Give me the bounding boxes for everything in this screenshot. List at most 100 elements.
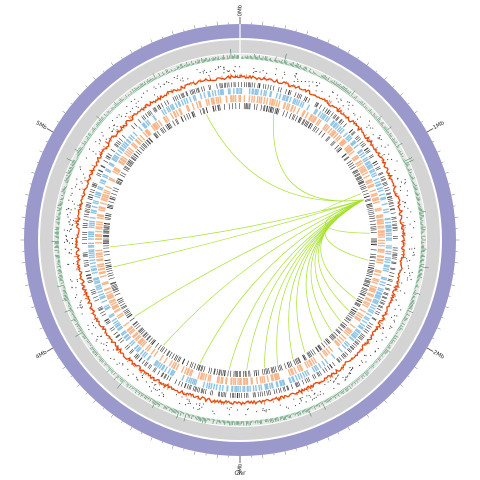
histogram-bar [131,386,134,390]
cog-gene [205,107,208,114]
histogram-bar [107,113,110,116]
gc-spike [332,105,334,108]
forward-gene [391,262,397,264]
cog-gene [367,207,374,210]
rna-gene [370,192,378,197]
minor-tick [62,366,66,370]
reverse-gene [285,95,289,102]
forward-gene [192,385,195,391]
histogram-bar [157,402,160,406]
histogram-bar [70,317,77,322]
histogram-bar [196,61,198,65]
rna-gene [339,139,346,146]
scatter-point [406,194,408,197]
gc-spike [294,85,296,88]
gc-spike [82,293,88,296]
histogram-bar [183,412,185,415]
gc-spike [350,357,354,361]
minor-tick [295,448,297,451]
rna-gene [99,274,107,278]
rna-gene [340,140,347,146]
forward-gene [97,306,103,309]
histogram-bar [356,99,358,102]
reverse-gene [317,362,323,369]
forward-gene [361,333,366,337]
scatter-point [365,355,367,357]
histogram-bar [397,328,401,331]
histogram-bar [411,180,413,182]
scatter-point [284,74,286,76]
scatter-point [317,394,319,396]
cog-gene [326,136,331,142]
forward-gene [211,390,214,396]
histogram-bar [363,371,368,377]
rna-gene [299,363,304,371]
histogram-bar [351,95,353,98]
gc-spike [158,97,161,100]
cog-gene [173,354,178,361]
histogram-track [51,48,429,426]
forward-gene [83,219,89,221]
histogram-bar [410,300,415,303]
forward-gene [182,92,185,98]
rna-gene [224,377,228,385]
histogram-bar [359,376,361,378]
forward-gene [201,86,203,92]
rna-gene [253,95,256,103]
histogram-bar [276,59,278,63]
histogram-bar [168,71,171,74]
scatter-point [184,404,187,406]
forward-gene [148,111,152,116]
histogram-bar [89,136,91,138]
histogram-bar [315,404,318,407]
gc-spike [206,398,208,402]
cog-gene [344,319,350,324]
rna-gene [113,307,121,313]
histogram-bar [212,419,214,424]
rna-gene [117,160,125,166]
scatter-point [67,216,69,218]
reverse-gene [383,267,390,271]
rna-gene [111,303,119,309]
cog-gene [307,352,311,358]
scatter-point [324,383,326,385]
histogram-bar [389,135,393,138]
cog-gene [156,130,161,137]
scatter-point [337,383,339,385]
histogram-bar [68,304,71,306]
histogram-bar [215,56,217,61]
minor-tick [121,421,123,423]
scatter-point [85,157,87,159]
reverse-gene [322,114,327,121]
rna-gene [355,160,362,166]
scatter-point [356,118,359,120]
scatter-point [389,325,392,327]
reverse-gene [185,97,189,104]
gc-spike [378,323,381,326]
reverse-gene [290,376,295,383]
scatter-point [79,188,81,190]
scatter-point [342,377,344,379]
scatter-point [137,106,139,108]
histogram-bar [75,331,85,337]
histogram-bar [266,56,268,61]
forward-gene [264,391,266,397]
forward-gene [157,104,162,110]
cog-gene [118,300,125,304]
scatter-point [70,229,72,231]
forward-gene [327,110,332,116]
histogram-bar [79,328,83,330]
histogram-bar [404,315,406,317]
cog-gene [336,328,341,334]
scatter-point [70,249,72,251]
rna-gene [310,115,315,122]
forward-gene [118,337,123,342]
link-track [110,114,370,370]
minor-tick [337,432,340,435]
histogram-bar [387,344,391,347]
scatter-point [315,396,317,398]
rna-gene [121,155,128,161]
histogram-bar [187,413,190,417]
forward-gene [387,198,393,201]
reverse-gene [346,135,352,141]
